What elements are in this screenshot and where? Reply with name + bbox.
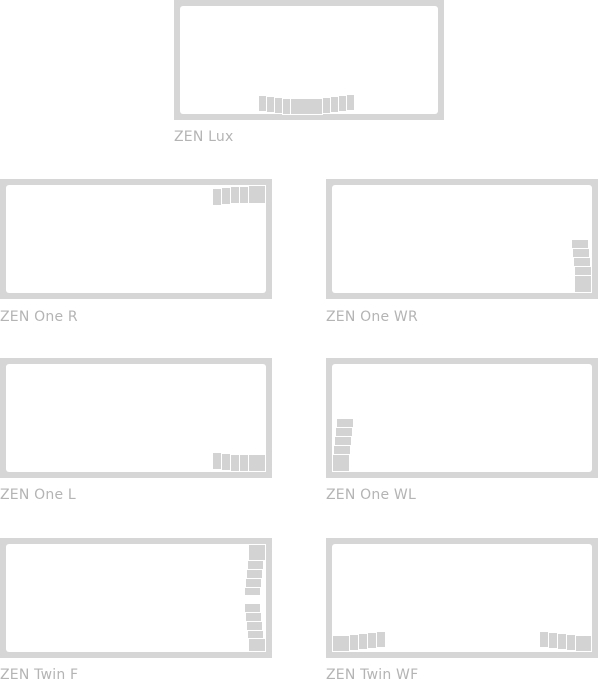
layout-label: ZEN One WL <box>326 487 416 503</box>
layout-label: ZEN One L <box>0 487 76 503</box>
room-area <box>6 544 266 652</box>
module-segment <box>248 454 266 472</box>
module-segment <box>332 454 350 472</box>
room-area <box>332 185 592 293</box>
module-segment <box>332 635 350 652</box>
layout-diagram-zen-one-l[interactable] <box>0 358 272 478</box>
layout-diagram-zen-one-r[interactable] <box>0 179 272 299</box>
layout-label: ZEN One WR <box>326 309 418 325</box>
module-segment <box>248 638 266 652</box>
module-segment <box>248 544 266 561</box>
module-segment <box>376 631 386 648</box>
module-segment <box>346 94 355 111</box>
module-segment <box>248 185 266 204</box>
room-area <box>332 364 592 472</box>
module-segment <box>244 587 261 596</box>
room-area <box>180 6 438 114</box>
layout-diagram-zen-lux[interactable] <box>174 0 444 120</box>
layout-diagram-zen-twin-wf[interactable] <box>326 538 598 658</box>
layout-label: ZEN Twin WF <box>326 667 419 683</box>
layout-diagram-zen-one-wr[interactable] <box>326 179 598 299</box>
layout-label: ZEN Lux <box>174 129 234 145</box>
layout-diagram-zen-one-wl[interactable] <box>326 358 598 478</box>
layout-label: ZEN One R <box>0 309 78 325</box>
layout-diagram-zen-twin-f[interactable] <box>0 538 272 658</box>
layout-label: ZEN Twin F <box>0 667 79 683</box>
module-segment <box>575 635 592 652</box>
module-segment <box>574 275 592 293</box>
module-segment <box>290 98 323 115</box>
